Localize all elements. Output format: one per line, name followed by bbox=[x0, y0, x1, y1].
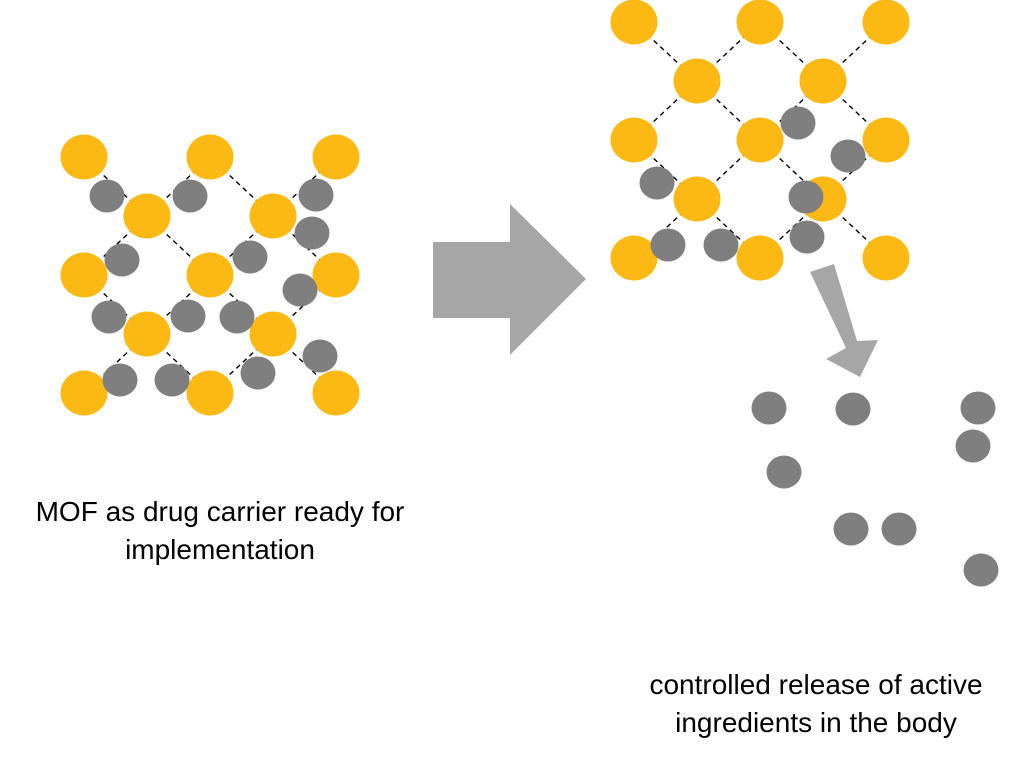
loaded-mof-drug-molecule bbox=[302, 339, 338, 373]
caption-controlled-release: controlled release of active ingredients… bbox=[649, 669, 983, 738]
releasing-mof-drug-molecule bbox=[703, 228, 739, 262]
release-arrow-icon bbox=[810, 264, 878, 377]
releasing-mof-drug-molecule bbox=[789, 220, 825, 254]
loaded-mof-drug-molecule bbox=[172, 179, 208, 213]
releasing-mof-framework bbox=[610, 0, 910, 281]
released-drug-molecule bbox=[955, 429, 991, 463]
released-drug-molecule bbox=[835, 392, 871, 426]
loaded-mof-drug-molecule bbox=[240, 356, 276, 390]
loaded-mof-metal-node bbox=[60, 134, 108, 180]
loaded-mof-drug-molecule bbox=[282, 273, 318, 307]
loaded-mof-drug-molecule bbox=[170, 299, 206, 333]
loaded-mof-metal-node bbox=[123, 311, 171, 357]
releasing-mof-metal-node bbox=[736, 117, 784, 163]
caption-drug-carrier: MOF as drug carrier ready for implementa… bbox=[35, 496, 405, 565]
loaded-mof-metal-node bbox=[312, 370, 360, 416]
releasing-mof-metal-node bbox=[610, 117, 658, 163]
loaded-mof-metal-node bbox=[249, 311, 297, 357]
releasing-mof-metal-node bbox=[610, 0, 658, 45]
loaded-mof-metal-node bbox=[186, 370, 234, 416]
releasing-mof-metal-node bbox=[862, 117, 910, 163]
process-arrow-icon bbox=[433, 204, 586, 355]
loaded-mof-framework bbox=[60, 134, 360, 416]
released-drug-molecule bbox=[766, 455, 802, 489]
released-drug-molecule bbox=[833, 512, 869, 546]
releasing-mof-drug-molecule bbox=[639, 166, 675, 200]
loaded-mof-metal-node bbox=[312, 252, 360, 298]
loaded-mof-drug-molecule bbox=[298, 178, 334, 212]
releasing-mof-metal-node bbox=[610, 235, 658, 281]
released-drug-molecule bbox=[751, 391, 787, 425]
loaded-mof-drug-molecule bbox=[91, 300, 127, 334]
releasing-mof-drug-molecule bbox=[650, 228, 686, 262]
loaded-mof-metal-node bbox=[312, 134, 360, 180]
loaded-mof-metal-node bbox=[60, 252, 108, 298]
releasing-mof-drug-molecule bbox=[830, 139, 866, 173]
releasing-mof-metal-node bbox=[736, 0, 784, 45]
loaded-mof-metal-node bbox=[186, 134, 234, 180]
released-drug-molecule bbox=[960, 391, 996, 425]
loaded-mof-drug-molecule bbox=[154, 363, 190, 397]
loaded-mof-metal-node bbox=[249, 193, 297, 239]
released-drug-molecule bbox=[881, 512, 917, 546]
releasing-mof-metal-node bbox=[673, 176, 721, 222]
loaded-mof-metal-node bbox=[123, 193, 171, 239]
loaded-mof-drug-molecule bbox=[232, 240, 268, 274]
releasing-mof-drug-molecule bbox=[788, 180, 824, 214]
loaded-mof-metal-node bbox=[186, 252, 234, 298]
releasing-mof-metal-node bbox=[862, 0, 910, 45]
loaded-mof-drug-molecule bbox=[102, 363, 138, 397]
loaded-mof-drug-molecule bbox=[104, 243, 140, 277]
releasing-mof-metal-node bbox=[799, 58, 847, 104]
releasing-mof-metal-node bbox=[862, 235, 910, 281]
releasing-mof-metal-node bbox=[736, 235, 784, 281]
loaded-mof-drug-molecule bbox=[219, 300, 255, 334]
released-drug-molecules bbox=[751, 391, 999, 587]
releasing-mof-metal-node bbox=[673, 58, 721, 104]
released-drug-molecule bbox=[963, 553, 999, 587]
loaded-mof-drug-molecule bbox=[294, 216, 330, 250]
releasing-mof-drug-molecule bbox=[780, 106, 816, 140]
loaded-mof-metal-node bbox=[60, 370, 108, 416]
loaded-mof-drug-molecule bbox=[89, 179, 125, 213]
